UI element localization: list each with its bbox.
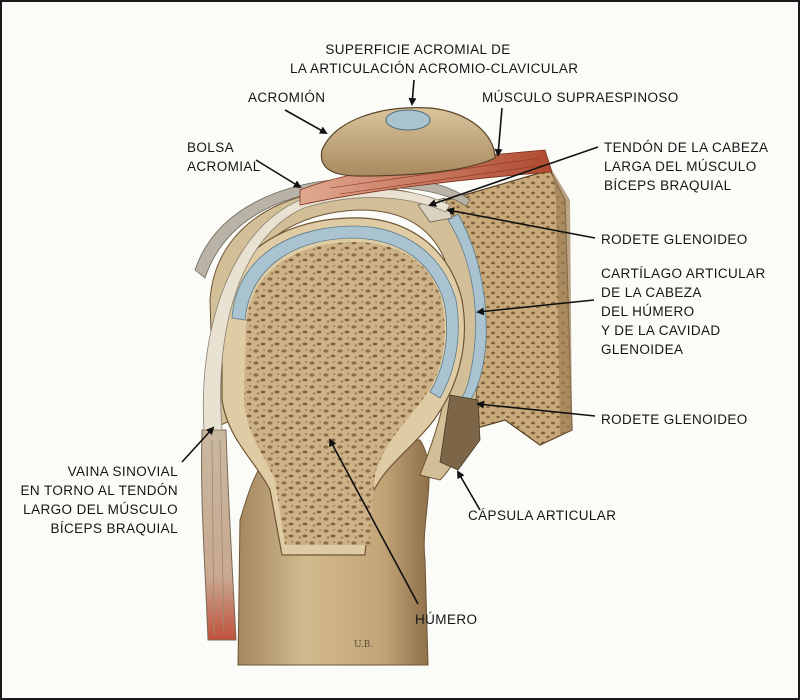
- pointer-rodete-sup: [446, 207, 596, 239]
- label-line: DE LA CABEZA: [601, 285, 702, 300]
- biceps-long-head: [202, 188, 451, 431]
- pointer-acromion: [284, 109, 328, 134]
- label-line: HÚMERO: [415, 612, 478, 627]
- label-bolsa-acromial: BOLSA ACROMIAL: [187, 138, 261, 176]
- label-cartilago-articular: CARTÍLAGO ARTICULAR DE LA CABEZA DEL HÚM…: [601, 264, 766, 359]
- pointer-superficie: [408, 79, 417, 106]
- label-rodete-superior: RODETE GLENOIDEO: [601, 230, 748, 249]
- label-line: LA ARTICULACIÓN ACROMIO-CLAVICULAR: [290, 61, 579, 76]
- label-line: RODETE GLENOIDEO: [601, 412, 748, 427]
- label-tendon-biceps: TENDÓN DE LA CABEZA LARGA DEL MÚSCULO BÍ…: [604, 138, 768, 195]
- pointer-bolsa: [255, 159, 302, 189]
- label-capsula-articular: CÁPSULA ARTICULAR: [468, 506, 616, 525]
- label-rodete-inferior: RODETE GLENOIDEO: [601, 410, 748, 429]
- label-vaina-sinovial: VAINA SINOVIAL EN TORNO AL TENDÓN LARGO …: [20, 462, 178, 538]
- pointer-capsula: [456, 470, 481, 511]
- label-line: MÚSCULO SUPRAESPINOSO: [482, 90, 679, 105]
- label-line: LARGO DEL MÚSCULO: [23, 502, 178, 517]
- artist-signature: U.B.: [354, 640, 374, 650]
- label-line: CARTÍLAGO ARTICULAR: [601, 266, 766, 281]
- label-line: BÍCEPS BRAQUIAL: [50, 521, 178, 536]
- label-humero: HÚMERO: [415, 610, 477, 629]
- head-cartilage: [231, 225, 459, 399]
- label-line: BÍCEPS BRAQUIAL: [604, 178, 732, 193]
- label-line: Y DE LA CAVIDAD: [601, 323, 721, 338]
- label-line: SUPERFICIE ACROMIAL DE: [325, 42, 511, 57]
- labrum-inferior: [439, 394, 481, 471]
- pointer-humero: [329, 438, 419, 605]
- label-line: CÁPSULA ARTICULAR: [468, 508, 617, 523]
- pointer-cartilago: [476, 299, 595, 316]
- biceps-tendon: [201, 429, 237, 641]
- pointer-rodete-inf: [476, 400, 596, 417]
- label-line: VAINA SINOVIAL: [67, 464, 178, 479]
- label-line: ACROMIÓN: [248, 90, 326, 105]
- acromial-bursa: [194, 177, 471, 279]
- acromial-facet: [385, 109, 431, 131]
- label-superficie-acromial: SUPERFICIE ACROMIAL DE LA ARTICULACIÓN A…: [290, 40, 579, 78]
- label-line: ACROMIAL: [187, 159, 261, 174]
- label-line: DEL HÚMERO: [601, 304, 695, 319]
- label-line: LARGA DEL MÚSCULO: [604, 159, 757, 174]
- humeral-head-spongy: [244, 241, 445, 545]
- label-line: BOLSA: [187, 140, 235, 155]
- pointer-vaina: [181, 426, 215, 463]
- label-line: GLENOIDEA: [601, 342, 684, 357]
- acromion: [320, 107, 496, 177]
- pointer-lines: [181, 79, 599, 605]
- label-line: RODETE GLENOIDEO: [601, 232, 748, 247]
- pointer-supraespinoso: [494, 107, 503, 157]
- label-line: EN TORNO AL TENDÓN: [20, 483, 178, 498]
- label-supraespinoso: MÚSCULO SUPRAESPINOSO: [482, 88, 679, 107]
- label-acromion: ACROMIÓN: [248, 88, 325, 107]
- label-line: TENDÓN DE LA CABEZA: [604, 140, 769, 155]
- pointer-tendon: [428, 146, 599, 207]
